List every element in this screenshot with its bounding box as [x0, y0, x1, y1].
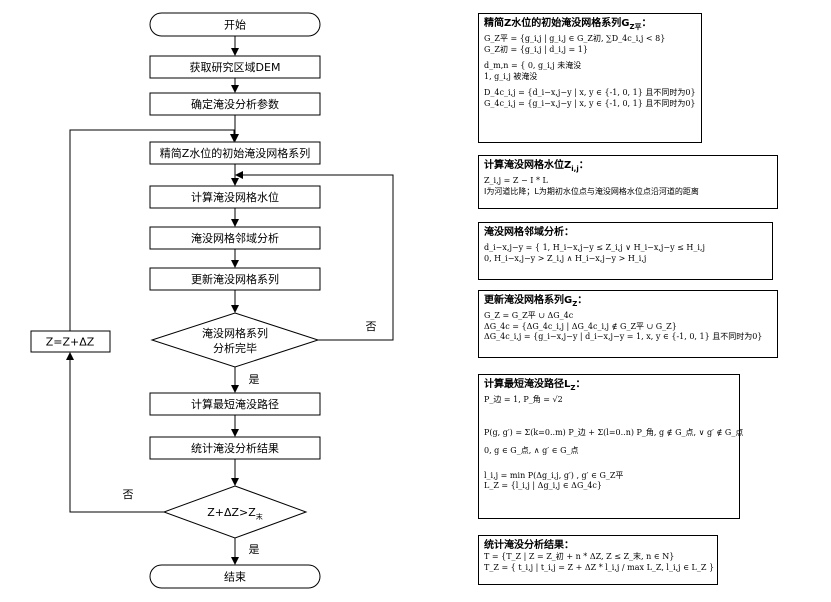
step-update-grid-label: 更新淹没网格系列: [191, 272, 279, 286]
formula-line: L_Z = {l_i,j | Δg_i,j ∈ ΔG_4c}: [484, 481, 602, 490]
formula-line: G_Z初 = {g_i,j | d_i,j = 1}: [484, 44, 588, 54]
formula-line: Z_i,j = Z − I * L: [484, 176, 548, 185]
end-label: 结束: [224, 571, 246, 584]
formula-line: G_Z平 = {g_i,j | g_i,j ∈ G_Z初, ∑D_4c_i,j …: [484, 34, 666, 43]
loop-increment-label: Z=Z+ΔZ: [46, 336, 95, 349]
decision-analysis-done: [150, 312, 320, 368]
step-shortest-path-label: 计算最短淹没路径: [191, 397, 279, 411]
panel-neighborhood: 淹没网格邻域分析： d_i−x,j−y = { 1, H_i−x,j−y ≤ Z…: [478, 222, 773, 280]
panel-water-level-title: 计算淹没网格水位Zi,j：: [484, 160, 589, 173]
panel-initial-grid-title-sub: Z平: [629, 23, 642, 31]
decision-analysis-done-line1: 淹没网格系列: [202, 326, 268, 340]
panel-update-grid: 更新淹没网格系列GZ： G_Z = G_Z平 ∪ ΔG_4c ΔG_4c = {…: [478, 290, 778, 358]
step-neighborhood-label: 淹没网格邻域分析: [191, 231, 279, 245]
formula-line: 0, g ∈ G_点, ∧ g′ ∈ G_点: [484, 446, 579, 455]
panel-statistics-title: 统计淹没分析结果：: [484, 540, 574, 551]
decision1-yes-label: 是: [249, 373, 260, 386]
panel-update-grid-title: 更新淹没网格系列GZ：: [484, 295, 588, 308]
panel-initial-grid: 精简Z水位的初始淹没网格系列GZ平： G_Z平 = {g_i,j | g_i,j…: [478, 13, 702, 143]
panel-initial-grid-title: 精简Z水位的初始淹没网格系列GZ平：: [484, 18, 652, 31]
step-get-dem-label: 获取研究区域DEM: [190, 60, 281, 74]
formula-line: ΔG_4c_i,j = {g_i−x,j−y | d_i−x,j−y = 1, …: [484, 332, 763, 341]
panel-neighborhood-title: 淹没网格邻域分析：: [484, 227, 574, 238]
start-label: 开始: [224, 18, 246, 32]
decision2-no-label: 否: [123, 488, 134, 501]
panel-update-grid-title-sub: Z: [572, 300, 578, 308]
formula-line: T = {T_Z | Z = Z_初 + n * ΔZ, Z ≤ Z_末, n …: [484, 552, 675, 561]
decision2-sub: 末: [256, 512, 263, 521]
formula-line: D_4c_i,j = {d_i−x,j−y | x, y ∈ {-1, 0, 1…: [484, 88, 696, 97]
step-water-level-label: 计算淹没网格水位: [191, 190, 279, 204]
formula-line: G_4c_i,j = {g_i−x,j−y | x, y ∈ {-1, 0, 1…: [484, 98, 696, 108]
panel-statistics: 统计淹没分析结果： T = {T_Z | Z = Z_初 + n * ΔZ, Z…: [478, 535, 718, 585]
formula-line: l_i,j = min P(Δg_i,j, g′) , g′ ∈ G_Z平: [484, 470, 624, 480]
formula-line: 1, g_i,j 被淹没: [484, 71, 538, 81]
formula-line: G_Z = G_Z平 ∪ ΔG_4c: [484, 311, 574, 320]
formula-line: P(g, g′) = Σ(k=0..m) P_边 + Σ(l=0..n) P_角…: [484, 427, 744, 437]
step-initial-grid-label: 精简Z水位的初始淹没网格系列: [160, 146, 311, 160]
formula-line: ΔG_4c = {ΔG_4c_i,j | ΔG_4c_i,j ∉ G_Z平 ∪ …: [484, 321, 677, 331]
panel-shortest-path-title-sub: Z: [570, 384, 576, 392]
panel-shortest-path-title: 计算最短淹没路径LZ：: [484, 379, 586, 392]
formula-line: P_边 = 1, P_角 = √2: [484, 395, 563, 404]
formula-line: 0, H_i−x,j−y > Z_i,j ∧ H_i−x,j−y > H_i,j: [484, 253, 647, 263]
decision2-expr: Z+ΔZ>Z: [207, 506, 256, 519]
formula-line: d_i−x,j−y = { 1, H_i−x,j−y ≤ Z_i,j ∨ H_i…: [484, 243, 705, 252]
step-statistics-label: 统计淹没分析结果: [191, 441, 279, 455]
decision2-yes-label: 是: [249, 543, 260, 556]
panel-shortest-path: 计算最短淹没路径LZ： P_边 = 1, P_角 = √2 P(g, g′) =…: [478, 374, 744, 519]
panel-water-level-title-sub: i,j: [571, 165, 579, 173]
decision1-no-label: 否: [366, 320, 377, 333]
formula-line: d_m,n = { 0, g_i,j 未淹没: [484, 61, 582, 70]
decision-level-exceeds-label: Z+ΔZ>Z末: [207, 506, 263, 521]
decision-analysis-done-line2: 分析完毕: [213, 341, 257, 355]
formula-line: I为河道比降；L为期初水位点与淹没网格水位点沿河道的距离: [484, 186, 699, 196]
formula-line: T_Z = { t_i,j | t_i,j = Z + ΔZ * l_i,j /…: [484, 562, 715, 572]
step-params-label: 确定淹没分析参数: [191, 97, 279, 111]
end-terminal: [149, 564, 321, 589]
panel-water-level: 计算淹没网格水位Zi,j： Z_i,j = Z − I * L I为河道比降；L…: [478, 155, 778, 209]
